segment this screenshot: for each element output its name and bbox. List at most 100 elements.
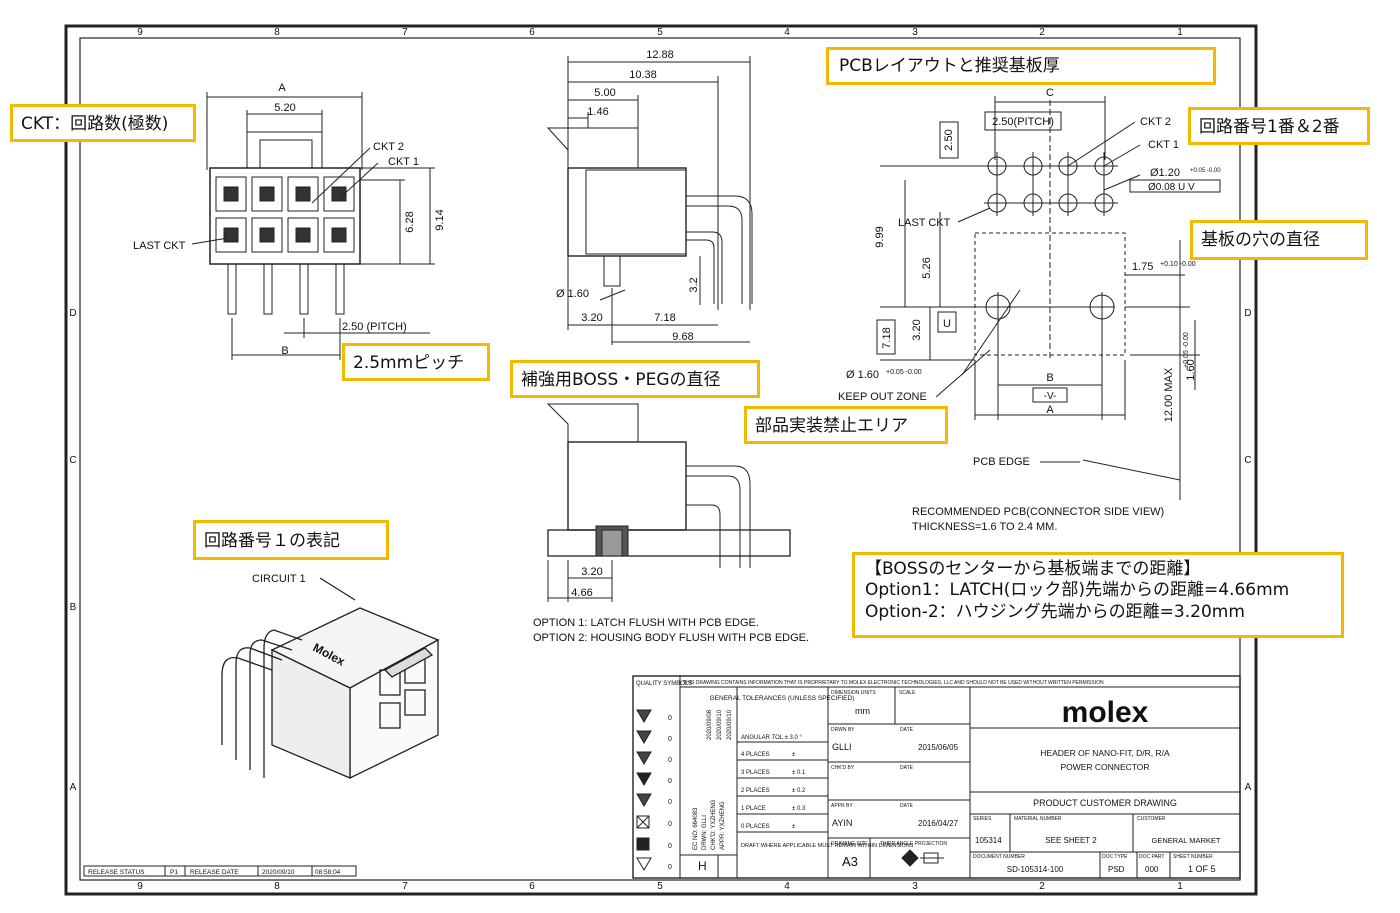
doctype-label: DOC TYPE <box>1102 854 1128 860</box>
boss-distance-opt2: Option-2：ハウジング先端からの距離=3.20mm <box>865 601 1245 622</box>
place-0-val: ± <box>792 824 796 830</box>
zone-markers-bottom: 9 8 7 6 5 4 3 2 1 <box>137 881 1183 892</box>
rev-date: 2020/09/08 <box>707 709 713 740</box>
drwn-vertical: DRWN: GLLI <box>702 815 708 850</box>
zone-col: 5 <box>657 881 663 892</box>
dim-5-20: 5.20 <box>274 102 295 114</box>
place-3: 3 PLACES <box>741 770 770 776</box>
appr-vertical: APPR: YXZHENG <box>720 801 726 850</box>
callout-hole-dia: 基板の穴の直径 <box>1190 220 1368 260</box>
dim-3-20: 3.20 <box>581 566 602 578</box>
dim-7-18: 7.18 <box>881 327 893 348</box>
appr-label: APPR BY <box>831 803 853 809</box>
projection-label: THIRD ANGLE PROJECTION <box>880 841 947 847</box>
date-label: DATE <box>900 727 914 733</box>
datum-v: -V- <box>1044 391 1057 402</box>
zone-col: 5 <box>657 27 663 38</box>
date-label: DATE <box>900 765 914 771</box>
dim-10-38: 10.38 <box>629 69 657 81</box>
place-4-val: ± <box>792 752 796 758</box>
units-label: DIMENSION UNITS <box>831 690 876 696</box>
zone-row: A <box>1245 782 1252 793</box>
place-1: 1 PLACE <box>741 806 766 812</box>
place-1-val: ± 0.3 <box>792 806 806 812</box>
dim-a: A <box>278 82 286 94</box>
cavity-grid <box>215 176 355 253</box>
drawn-date: 2015/06/05 <box>918 743 959 752</box>
q-zero: 0 <box>668 778 672 785</box>
ckt1-label: CKT 1 <box>1148 139 1179 151</box>
q-zero: 0 <box>668 864 672 871</box>
place-2: 2 PLACES <box>741 788 770 794</box>
dim-6-28: 6.28 <box>404 211 416 232</box>
docnum-value: SD-105314-100 <box>1007 865 1064 874</box>
release-status-label: RELEASE STATUS <box>88 869 145 876</box>
place-4: 4 PLACES <box>741 752 770 758</box>
zone-row: B <box>70 602 77 613</box>
docpart-label: DOC PART <box>1139 854 1164 860</box>
rev-date: 2020/09/10 <box>717 709 723 740</box>
option2-note: OPTION 2: HOUSING BODY FLUSH WITH PCB ED… <box>533 632 809 644</box>
size-label: DRAWING SIZE <box>831 841 868 847</box>
q-zero: 0 <box>668 843 672 850</box>
boss-dia: Ø 1.60 <box>846 369 879 381</box>
dim-9-14: 9.14 <box>434 209 446 230</box>
dim-c: C <box>1046 87 1054 99</box>
drawn-label: DRWN BY <box>831 727 855 733</box>
material-value: SEE SHEET 2 <box>1045 836 1097 845</box>
recommended-note: RECOMMENDED PCB(CONNECTOR SIDE VIEW) <box>912 506 1164 518</box>
zone-col: 2 <box>1039 881 1045 892</box>
docnum-label: DOCUMENT NUMBER <box>973 854 1025 860</box>
callout-pcb-layout: PCBレイアウトと推奨基板厚 <box>826 47 1216 85</box>
callout-circuit-no: 回路番号1番＆2番 <box>1188 107 1370 145</box>
document-title: PRODUCT CUSTOMER DRAWING <box>1033 798 1177 808</box>
quality-label: QUALITY SYMBOLS <box>636 681 692 687</box>
dim-b: B <box>281 345 288 357</box>
last-ckt-label: LAST CKT <box>133 240 186 252</box>
series-label: SERIES <box>973 816 992 822</box>
pcb-edge-label: PCB EDGE <box>973 456 1030 468</box>
q-zero: 0 <box>668 736 672 743</box>
tol-frame: Ø0.08 U V <box>1148 182 1195 193</box>
zone-col: 6 <box>529 27 535 38</box>
pitch-frame: 2.50(PITCH) <box>992 116 1054 128</box>
zone-col: 1 <box>1177 881 1183 892</box>
dim-dia-1-60: Ø 1.60 <box>556 288 589 300</box>
sheet-label: SHEET NUMBER <box>1173 854 1213 860</box>
appr-date: 2016/04/27 <box>918 819 959 828</box>
chkd-vertical: CHK'D: YXZHENG <box>711 799 717 850</box>
drawn-value: GLLI <box>832 742 852 752</box>
ckt2-label: CKT 2 <box>373 141 404 153</box>
general-tolerances: GENERAL TOLERANCES (UNLESS SPECIFIED) <box>710 695 855 702</box>
inner-frame <box>79 37 1241 881</box>
release-time-value: 08:58:04 <box>315 869 341 876</box>
series-value: 105314 <box>975 836 1002 845</box>
material-label: MATERIAL NUMBER <box>1014 816 1062 822</box>
customer-label: CUSTOMER <box>1137 816 1166 822</box>
callout-ckt: CKT：回路数(極数) <box>10 104 196 142</box>
dim-1-75: 1.75 <box>1132 261 1153 273</box>
q-zero: 0 <box>668 821 672 828</box>
zone-col: 9 <box>137 881 143 892</box>
circuit1-label: CIRCUIT 1 <box>252 573 306 585</box>
zone-col: 4 <box>784 27 790 38</box>
molex-logo: molex <box>1062 696 1149 729</box>
dim-4-66: 4.66 <box>571 587 592 599</box>
date-label: DATE <box>900 803 914 809</box>
zone-col: 3 <box>912 27 918 38</box>
scale-label: SCALE <box>899 690 916 696</box>
dim-12-00-max: 12.00 MAX <box>1163 367 1175 422</box>
ckt1-label: CKT 1 <box>388 156 419 168</box>
front-view-labels: A 5.20 CKT 2 CKT 1 9.14 6.28 LAST CKT 2.… <box>133 82 446 357</box>
side-view-labels: 12.88 10.38 5.00 1.46 Ø 1.60 3.2 3.20 7.… <box>556 49 700 343</box>
dim-1-60: 1.60 <box>1185 359 1197 380</box>
front-view <box>191 92 435 360</box>
option-view <box>546 403 791 602</box>
zone-row: C <box>69 455 76 466</box>
dim-3-20: 3.20 <box>911 319 923 340</box>
quality-symbols <box>636 709 652 871</box>
zone-row: C <box>1244 455 1251 466</box>
dim-1-60-tol: +0.05 -0.00 <box>1183 332 1190 368</box>
callout-boss-distance: 【BOSSのセンターから基板端までの距離】 Option1：LATCH(ロック部… <box>852 552 1344 638</box>
